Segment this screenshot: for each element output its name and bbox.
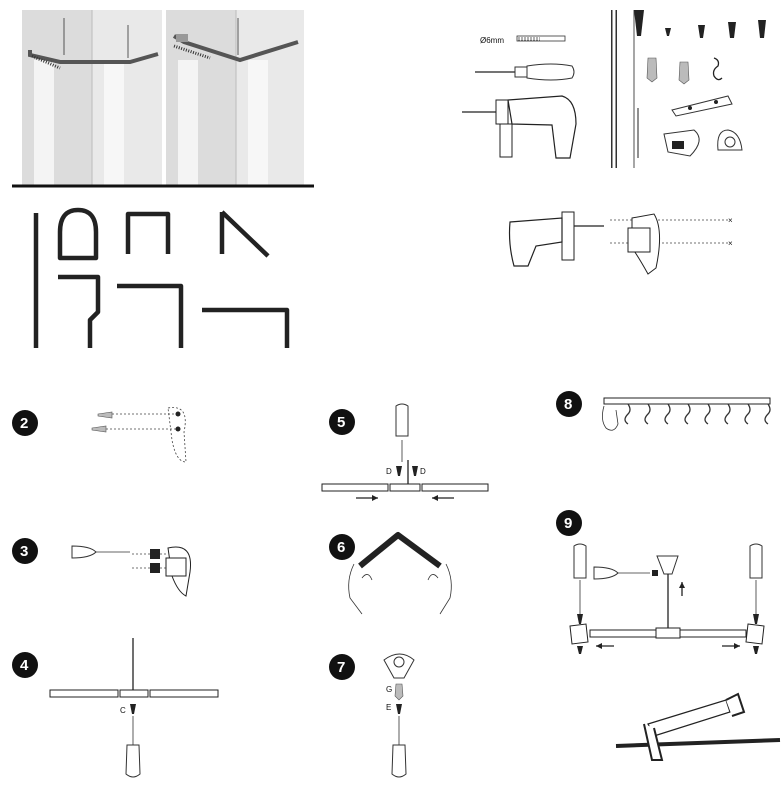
power-drill-icon	[462, 95, 577, 159]
screw-e-label: E	[386, 703, 391, 712]
step-badge-9: 9	[556, 510, 582, 536]
svg-text:×: ×	[728, 239, 733, 248]
svg-text:4: 4	[20, 657, 29, 674]
tools-panel: Ø6mm	[462, 10, 766, 168]
step-badge-6: 6	[329, 534, 355, 560]
svg-text:×: ×	[728, 216, 733, 225]
rail-shapes	[33, 207, 290, 348]
step-badge-5: 5	[329, 409, 355, 435]
svg-text:2: 2	[20, 415, 28, 432]
hand-icon	[602, 405, 619, 431]
svg-text:8: 8	[564, 396, 572, 413]
svg-text:9: 9	[564, 515, 572, 532]
wall-plugs	[646, 57, 690, 85]
wall-bracket	[663, 129, 700, 157]
step-6-illustration	[348, 532, 452, 615]
svg-text:3: 3	[20, 543, 28, 560]
corner-wall-illustration-1	[22, 10, 162, 185]
screw-d-right-label: D	[420, 467, 426, 476]
screw-c-label: C	[120, 706, 126, 715]
screwdriver-icon	[475, 63, 575, 81]
svg-text:7: 7	[337, 659, 345, 676]
drill-bit-label: Ø6mm	[480, 36, 504, 45]
step-8-illustration	[602, 397, 771, 431]
rail-l-wide	[202, 307, 290, 348]
svg-text:5: 5	[337, 414, 345, 431]
svg-text:6: 6	[337, 539, 345, 556]
part-g-label: G	[386, 685, 392, 694]
step-badge-2: 2	[12, 410, 38, 436]
rail-u-shape	[125, 211, 171, 254]
step-badge-3: 3	[12, 538, 38, 564]
rail-l-shape	[117, 283, 184, 348]
ceiling-cup	[717, 129, 743, 151]
screw-d-left-label: D	[386, 467, 392, 476]
screws-row	[634, 10, 766, 38]
step-9-illustration	[569, 543, 765, 654]
drill-wall-illustration: × ×	[508, 211, 733, 275]
rail-hook-shape	[58, 274, 101, 348]
drill-bit-icon	[516, 35, 566, 42]
step-badge-7: 7	[329, 654, 355, 680]
corner-wall-illustration-2	[166, 10, 304, 185]
s-hook-icon	[712, 57, 723, 81]
step-2-illustration	[91, 407, 187, 463]
mounting-plate	[671, 95, 733, 117]
rail-angled	[219, 210, 270, 258]
step-badge-8: 8	[556, 391, 582, 417]
step-7-illustration: G E	[383, 653, 415, 778]
step-5-illustration: D D	[321, 403, 489, 501]
saw-cutting-illustration	[615, 692, 781, 761]
step-4-illustration: C	[49, 638, 219, 778]
step-3-illustration	[71, 545, 192, 597]
rail-d-shape	[57, 207, 99, 261]
step-badge-4: 4	[12, 652, 38, 678]
